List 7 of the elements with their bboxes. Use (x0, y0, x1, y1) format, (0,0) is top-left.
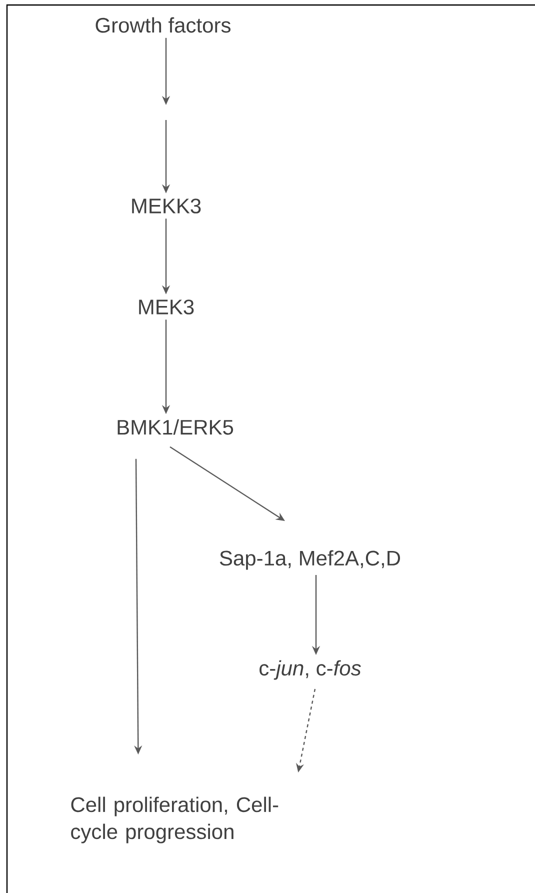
pathway-label: BMK1/ERK5 (118, 419, 234, 435)
pathway-label: Growth factors (96, 17, 230, 33)
pathway-label: Sap-1a, Mef2A,C,D (220, 550, 400, 570)
pathway-label: MEK3 (139, 300, 194, 314)
pathway-label: Cell proliferation, Cell-cycle progression (71, 796, 278, 844)
pathway-label: c-jun, c-fos (260, 660, 361, 680)
pathway-label: MEKK3 (132, 198, 201, 214)
